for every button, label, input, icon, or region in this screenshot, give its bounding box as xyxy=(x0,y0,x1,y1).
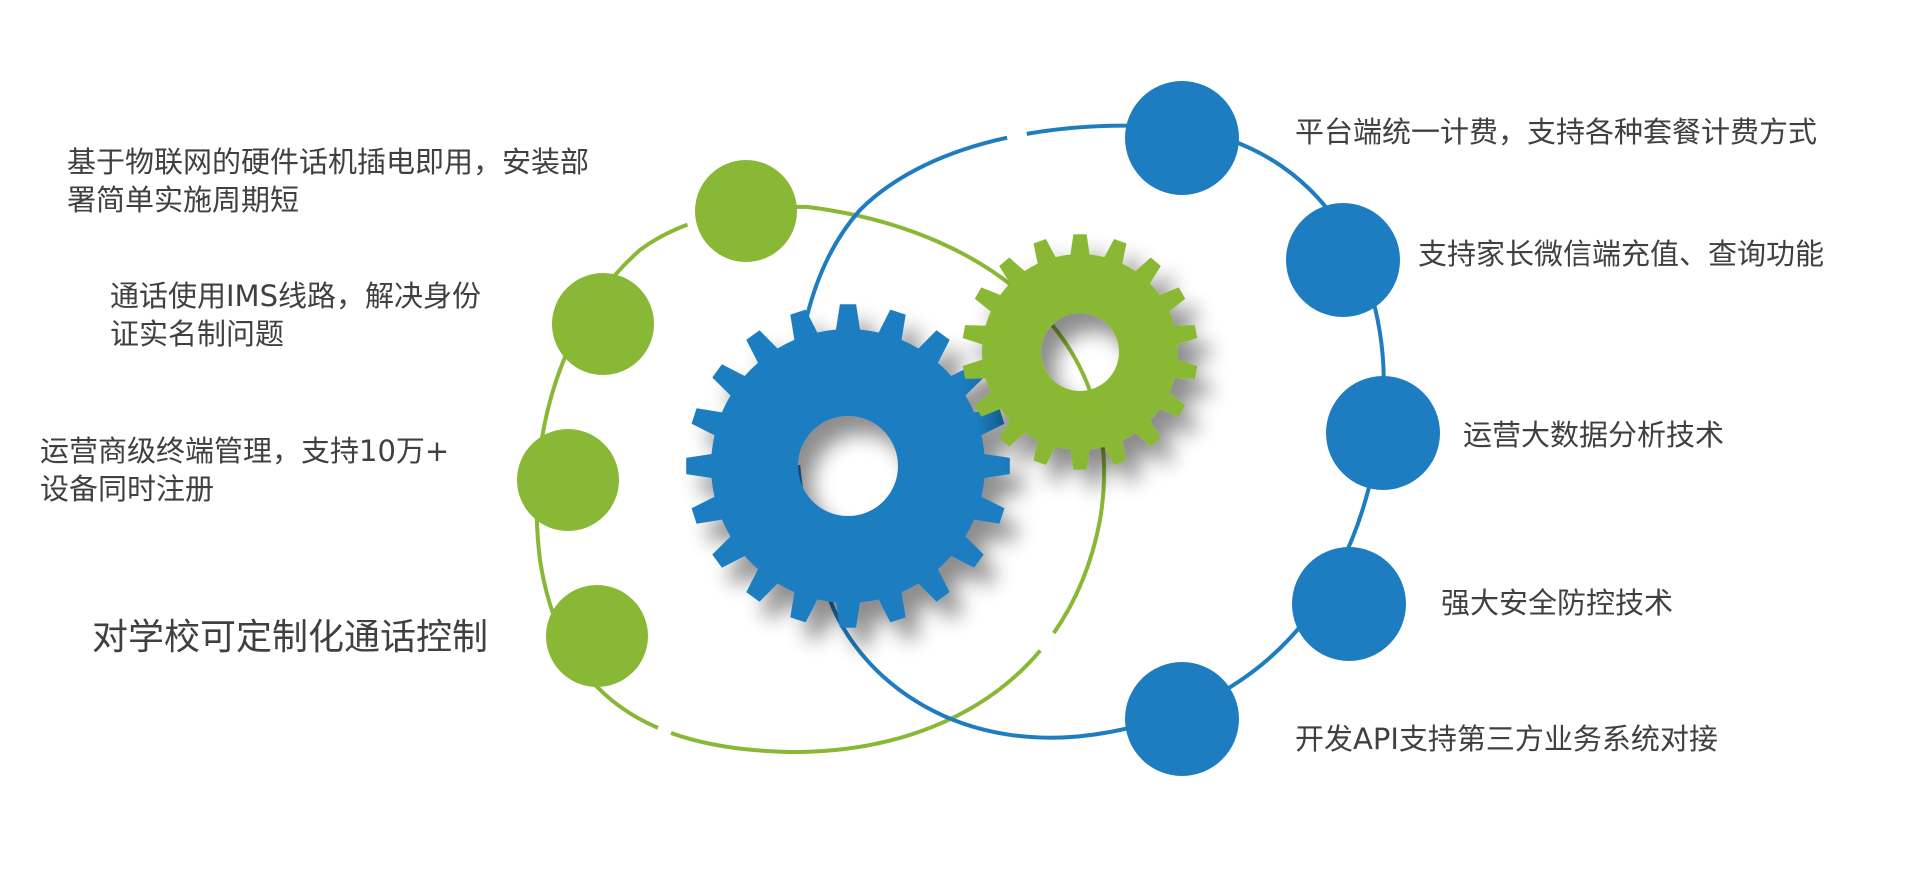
right-feature-3-line1: 运营大数据分析技术 xyxy=(1463,418,1725,452)
left-feature-1-line1: 基于物联网的硬件话机插电即用，安装部 xyxy=(67,145,590,179)
green-node-3 xyxy=(517,429,619,531)
left-feature-4-line1: 对学校可定制化通话控制 xyxy=(92,617,489,658)
green-node-1 xyxy=(695,160,797,262)
left-feature-4: 对学校可定制化通话控制 xyxy=(92,616,488,660)
right-feature-2-line1: 支持家长微信端充值、查询功能 xyxy=(1418,237,1825,271)
blue-node-5 xyxy=(1125,662,1239,776)
right-feature-5: 开发API支持第三方业务系统对接 xyxy=(1295,720,1718,758)
left-feature-3-line2: 设备同时注册 xyxy=(40,472,215,506)
left-feature-2-line1: 通话使用IMS线路，解决身份 xyxy=(110,279,481,313)
green-node-2 xyxy=(552,273,654,375)
blue-node-2 xyxy=(1286,203,1400,317)
left-feature-3: 运营商级终端管理，支持10万+ 设备同时注册 xyxy=(40,432,449,508)
left-feature-2-line2: 证实名制问题 xyxy=(110,317,285,351)
right-feature-4: 强大安全防控技术 xyxy=(1441,584,1673,622)
left-feature-1: 基于物联网的硬件话机插电即用，安装部 署简单实施周期短 xyxy=(67,143,589,219)
right-feature-3: 运营大数据分析技术 xyxy=(1463,416,1724,454)
blue-node-4 xyxy=(1292,547,1406,661)
blue-node-3 xyxy=(1326,376,1440,490)
blue-orbit-ring xyxy=(793,123,1386,740)
blue-node-1 xyxy=(1125,81,1239,195)
right-feature-1-line1: 平台端统一计费，支持各种套餐计费方式 xyxy=(1295,115,1818,149)
right-feature-1: 平台端统一计费，支持各种套餐计费方式 xyxy=(1295,113,1817,151)
blue-gear-icon xyxy=(686,304,1010,628)
right-feature-4-line1: 强大安全防控技术 xyxy=(1441,586,1674,620)
left-feature-3-line1: 运营商级终端管理，支持10万+ xyxy=(40,434,450,468)
left-feature-1-line2: 署简单实施周期短 xyxy=(67,183,300,217)
green-node-4 xyxy=(546,585,648,687)
left-feature-2: 通话使用IMS线路，解决身份 证实名制问题 xyxy=(110,277,481,353)
right-feature-5-line1: 开发API支持第三方业务系统对接 xyxy=(1295,722,1718,756)
right-feature-2: 支持家长微信端充值、查询功能 xyxy=(1418,235,1824,273)
green-gear-icon xyxy=(962,234,1198,470)
green-orbit-ring xyxy=(534,204,1107,755)
